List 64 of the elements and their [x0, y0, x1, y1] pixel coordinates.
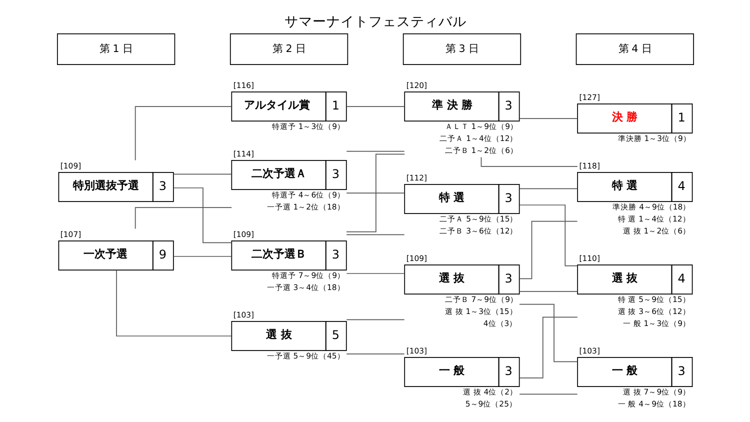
node-label: [107]: [60, 230, 81, 239]
node-label: 一 般 4～9位（18）: [617, 399, 690, 408]
label: 第 4 日: [618, 42, 651, 55]
connector: [172, 174, 232, 175]
connector: [518, 394, 578, 395]
node-label: 準決勝 1～3位（9）: [617, 134, 690, 143]
node-label: 二予Ａ 1～4位（12）: [439, 134, 518, 143]
node-label: 特 選 5～9位（15）: [617, 294, 690, 304]
connector: [518, 304, 578, 362]
node-label: [120]: [406, 80, 426, 90]
connector: [346, 234, 404, 236]
label: 第 2 日: [272, 42, 306, 55]
connector: [518, 291, 578, 292]
label: 第 3 日: [444, 42, 478, 55]
node-label: [110]: [578, 254, 600, 263]
connector: [346, 106, 404, 107]
node-label: [127]: [578, 92, 600, 102]
connector: [346, 150, 404, 152]
connector: [346, 273, 404, 274]
node-label: 特選予 4～6位（9）: [271, 190, 345, 200]
node-label: 選 抜 1～2位（6）: [622, 226, 690, 236]
connector: [346, 154, 405, 232]
node-label: 選 抜 1～3位（15）: [444, 306, 517, 316]
connector: [518, 118, 578, 119]
node-label: 準決勝 4～9位（18）: [612, 202, 690, 212]
connector: [172, 256, 232, 257]
connector: [518, 316, 578, 378]
node-label: [118]: [578, 161, 600, 170]
node-label: [109]: [232, 230, 254, 239]
node-label: [103]: [406, 346, 426, 356]
node-label: [103]: [578, 346, 600, 356]
connector: [134, 207, 232, 230]
node-label: 5～9位（25）: [464, 399, 516, 408]
node-label: 4位（3）: [482, 318, 517, 328]
node-label: 選 抜 7～9位（9）: [622, 387, 690, 396]
label: 第 1 日: [99, 42, 132, 55]
connector: [116, 270, 232, 336]
node-label: 特 選 1～4位（12）: [617, 214, 690, 224]
node-label: [109]: [406, 254, 426, 263]
connector: [134, 106, 232, 161]
node-label: [112]: [406, 173, 426, 182]
node-label: [116]: [232, 80, 254, 90]
connector: [518, 220, 578, 280]
node-label: 特選予 7～9位（9）: [271, 270, 345, 280]
node-label: [109]: [60, 161, 81, 170]
node-label: 二予Ｂ 1～2位（6）: [444, 146, 518, 155]
node-label: 特選予 1～3位（9）: [271, 122, 345, 131]
node-label: 二予Ｂ 7～9位（9）: [444, 294, 518, 304]
node-label: 一 般 1～3位（9）: [622, 318, 690, 328]
connector: [346, 192, 404, 194]
node-label: 一予選 1～2位（18）: [266, 202, 344, 212]
connector: [172, 187, 232, 244]
node-label: [114]: [232, 149, 254, 158]
node-label: 二予Ａ 5～9位（15）: [439, 214, 518, 224]
connector: [346, 319, 404, 320]
node-label: [103]: [232, 310, 254, 320]
node-label: 一予選 5～9位（45）: [266, 351, 344, 360]
node-label: 選 抜 3～6位（12）: [617, 306, 690, 316]
diagram-title: サマーナイトフェスティバル: [284, 14, 466, 30]
node-label: ＡＬＴ 1～9位（9）: [444, 122, 518, 131]
node-label: 一予選 3～4位（18）: [266, 282, 344, 292]
node-label: 選 抜 4位（2）: [462, 387, 518, 396]
node-label: 二予Ｂ 3～6位（12）: [439, 226, 518, 236]
connector: [518, 188, 578, 190]
